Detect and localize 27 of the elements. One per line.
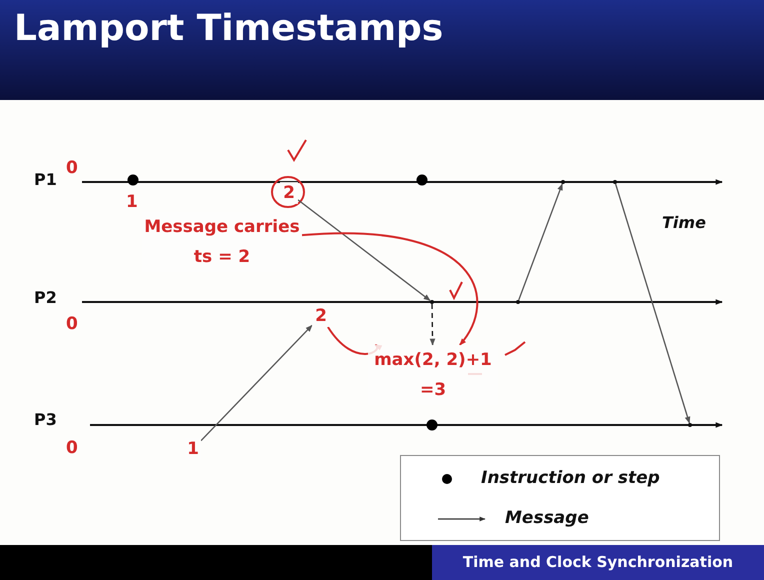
timestamp-label: 0 bbox=[66, 438, 78, 458]
legend-text: Message bbox=[505, 508, 589, 528]
annotation-arrow bbox=[302, 232, 478, 346]
process-label: P1 bbox=[34, 170, 57, 189]
dashed-arrow bbox=[430, 304, 436, 346]
calculation-text: max(2, 2)+1 bbox=[373, 349, 493, 372]
axis-label: Time bbox=[662, 213, 706, 232]
message-arrow bbox=[298, 199, 431, 301]
legend-text: Instruction or step bbox=[481, 468, 660, 488]
footer-caption: Time and Clock Synchronization bbox=[432, 545, 764, 580]
message-arrow bbox=[518, 183, 563, 300]
slide-title: Lamport Timestamps bbox=[14, 8, 444, 49]
message-arrow bbox=[615, 184, 690, 424]
timestamp-label: 0 bbox=[66, 314, 78, 334]
process-label: P3 bbox=[34, 410, 57, 429]
timestamp-label: 2 bbox=[312, 305, 330, 327]
event-point bbox=[688, 423, 692, 427]
event-point bbox=[430, 300, 434, 304]
message-arrow bbox=[200, 324, 312, 442]
timestamp-label: 2 bbox=[280, 182, 298, 204]
event-point bbox=[613, 180, 617, 184]
event-point bbox=[516, 300, 520, 304]
timestamp-label: 0 bbox=[66, 158, 78, 178]
process-label: P2 bbox=[34, 288, 57, 307]
event-point bbox=[561, 180, 565, 184]
calculation-text: =3 bbox=[418, 379, 448, 402]
timestamp-label: 1 bbox=[126, 192, 138, 212]
